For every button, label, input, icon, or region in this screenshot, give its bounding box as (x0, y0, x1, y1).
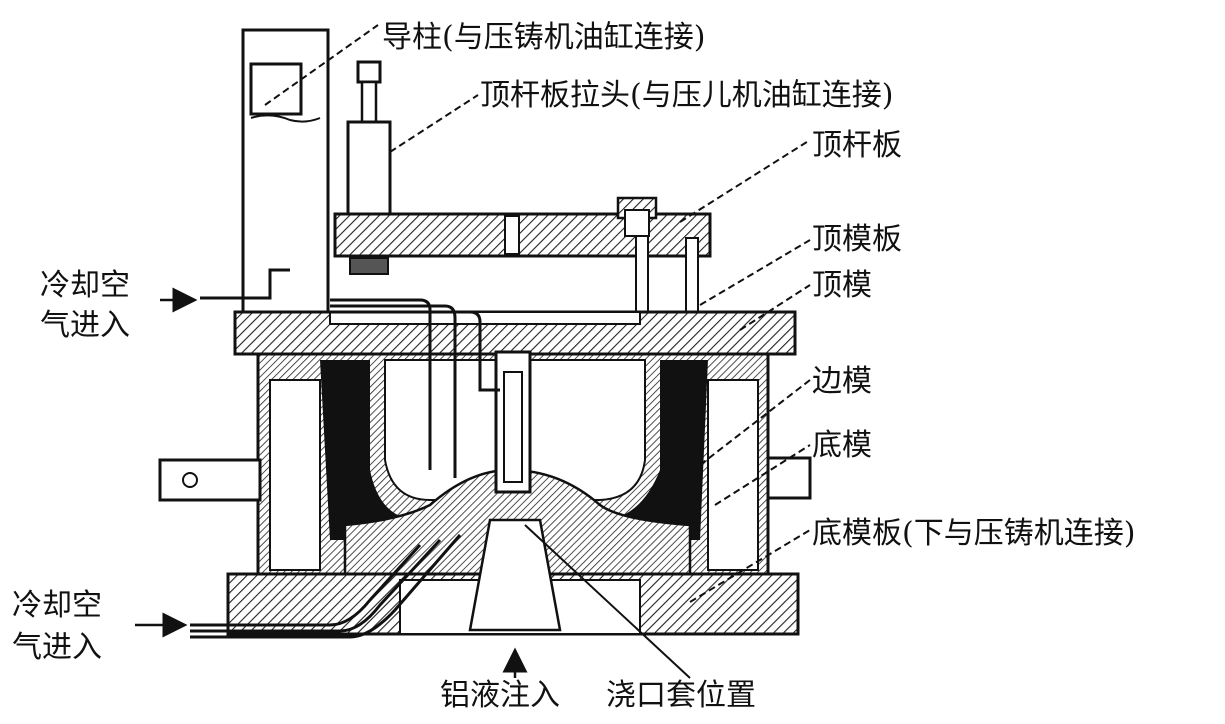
label-air-in-top-1: 冷却空 (40, 268, 130, 303)
label-guide-pillar: 导柱(与压铸机油缸连接) (382, 20, 706, 55)
label-top-die-plate: 顶模板 (812, 222, 902, 257)
bottom-die-plate (226, 518, 800, 636)
label-bottom-die-plate: 底模板(下与压铸机连接) (812, 516, 1136, 551)
label-ejector-pull-head: 顶杆板拉头(与压儿机油缸连接) (480, 78, 894, 113)
label-air-in-bottom-2: 气进入 (12, 630, 102, 665)
leader-lines (264, 24, 811, 679)
label-top-die: 顶模 (812, 268, 872, 303)
side-tabs (158, 456, 812, 502)
flow-arrows (135, 287, 528, 678)
label-ejector-plate: 顶杆板 (812, 128, 902, 163)
label-bottom-die: 底模 (812, 428, 872, 463)
label-sprue-position: 浇口套位置 (606, 678, 756, 713)
guide-pillar (241, 28, 330, 315)
label-side-die: 边模 (812, 364, 872, 399)
top-die-plate (233, 310, 797, 356)
cooling-pipes (190, 268, 500, 639)
label-air-in-bottom-1: 冷却空 (12, 588, 102, 623)
label-air-in-top-2: 气进入 (40, 308, 130, 343)
label-aluminum-inlet: 铝液注入 (440, 678, 560, 713)
